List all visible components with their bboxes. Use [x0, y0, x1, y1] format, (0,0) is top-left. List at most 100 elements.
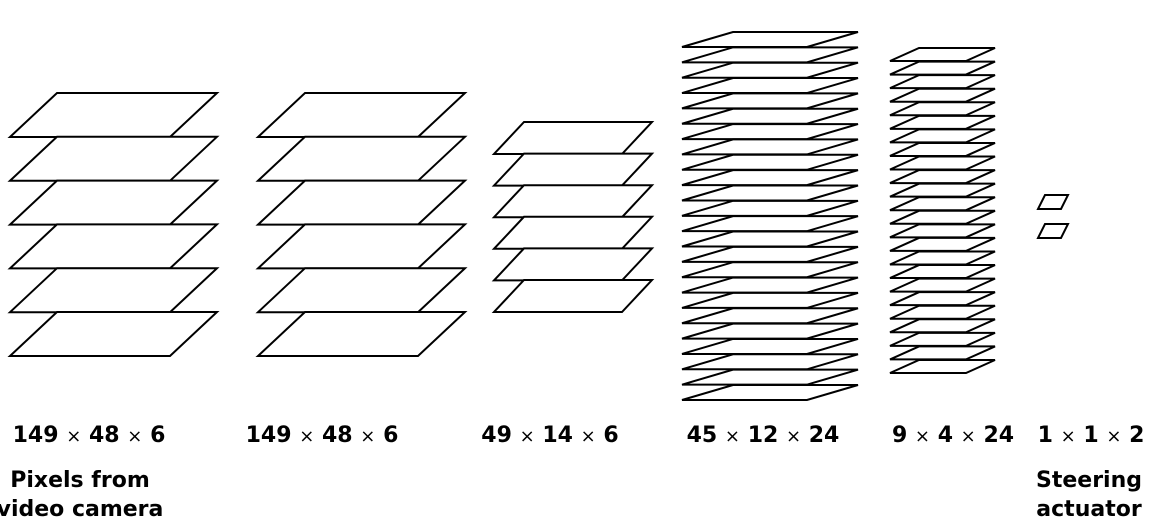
feature-map-plane	[255, 179, 468, 226]
feature-map-plane	[681, 261, 859, 279]
feature-map-plane	[889, 345, 996, 361]
caption-line: Pixels from	[10, 468, 150, 493]
feature-map-plane	[1036, 194, 1070, 210]
feature-map-plane	[491, 184, 655, 219]
layer-caption-input: Pixels from video camera	[0, 466, 163, 524]
feature-map-plane	[255, 223, 468, 270]
layer-dim-label-pool2: 9 × 4 × 24	[892, 423, 1014, 448]
feature-map-plane	[681, 184, 859, 202]
feature-map-plane	[889, 331, 996, 347]
times-sign: ×	[914, 426, 931, 447]
feature-map-plane	[681, 230, 859, 248]
dim-height: 4	[937, 423, 953, 448]
dim-depth: 6	[603, 423, 619, 448]
caption-line: actuator	[1036, 497, 1142, 522]
feature-map-plane	[681, 322, 859, 340]
feature-map-plane	[889, 250, 996, 266]
layer-dim-label-input: 149 × 48 × 6	[13, 423, 166, 448]
feature-map-plane	[681, 46, 859, 64]
dim-width: 149	[12, 423, 59, 448]
dim-depth: 24	[808, 423, 840, 448]
feature-map-plane	[681, 384, 859, 401]
feature-map-plane	[681, 368, 859, 386]
layer-stack-pool1	[491, 121, 655, 313]
feature-map-plane	[681, 92, 859, 110]
times-sign: ×	[360, 426, 376, 447]
feature-map-plane	[889, 141, 996, 157]
times-sign: ×	[1060, 426, 1076, 447]
feature-map-plane	[889, 155, 996, 171]
feature-map-plane	[889, 236, 996, 252]
feature-map-plane	[255, 92, 468, 138]
feature-map-plane	[491, 279, 655, 313]
layer-stack-conv1	[255, 92, 468, 357]
layer-dim-label-pool1: 49 × 14 × 6	[481, 423, 618, 448]
dim-depth: 24	[983, 423, 1015, 448]
feature-map-plane	[255, 135, 468, 182]
feature-map-plane	[7, 223, 220, 270]
feature-map-plane	[681, 307, 859, 325]
dim-depth: 6	[150, 423, 166, 448]
layer-stack-input	[7, 92, 220, 357]
times-sign: ×	[519, 426, 535, 447]
feature-map-plane	[681, 61, 859, 79]
feature-map-plane	[889, 304, 996, 320]
feature-map-plane	[889, 87, 996, 103]
feature-map-plane	[889, 318, 996, 334]
times-sign: ×	[724, 426, 741, 447]
dim-width: 149	[245, 423, 292, 448]
feature-map-plane	[889, 182, 996, 198]
dim-width: 49	[481, 423, 512, 448]
feature-map-plane	[681, 153, 859, 171]
feature-map-plane	[889, 169, 996, 185]
layer-dim-label-conv2: 45 × 12 × 24	[687, 423, 840, 448]
feature-map-plane	[889, 209, 996, 225]
feature-map-plane	[681, 199, 859, 217]
layer-dim-label-conv1: 149 × 48 × 6	[246, 423, 399, 448]
feature-map-plane	[889, 196, 996, 212]
feature-map-plane	[491, 215, 655, 250]
feature-map-plane	[889, 114, 996, 130]
feature-map-plane	[681, 353, 859, 371]
feature-map-plane	[681, 276, 859, 294]
feature-map-plane	[681, 107, 859, 125]
dim-width: 45	[686, 423, 718, 448]
times-sign: ×	[127, 426, 143, 447]
feature-map-plane	[7, 311, 220, 357]
feature-map-plane	[681, 169, 859, 187]
times-sign: ×	[785, 426, 802, 447]
dim-width: 1	[1037, 423, 1053, 448]
feature-map-plane	[681, 337, 859, 355]
layer-stack-conv2	[681, 31, 859, 401]
dim-height: 12	[747, 423, 779, 448]
feature-map-plane	[681, 31, 859, 48]
feature-map-plane	[681, 138, 859, 156]
feature-map-plane	[889, 291, 996, 307]
feature-map-plane	[889, 277, 996, 293]
dim-height: 1	[1083, 423, 1099, 448]
dim-depth: 2	[1129, 423, 1145, 448]
dim-height: 48	[89, 423, 120, 448]
feature-map-plane	[889, 101, 996, 117]
feature-map-plane	[7, 92, 220, 138]
feature-map-plane	[889, 47, 996, 62]
dim-width: 9	[891, 423, 908, 448]
feature-map-plane	[889, 264, 996, 280]
feature-map-plane	[7, 179, 220, 226]
layer-stack-pool2	[889, 47, 996, 374]
times-sign: ×	[66, 426, 82, 447]
feature-map-plane	[889, 74, 996, 90]
layer-stack-output	[1036, 194, 1070, 239]
feature-map-plane	[7, 135, 220, 182]
feature-map-plane	[255, 311, 468, 357]
layer-dim-label-output: 1 × 1 × 2	[1038, 423, 1145, 448]
times-sign: ×	[580, 426, 596, 447]
feature-map-plane	[681, 291, 859, 309]
feature-map-plane	[7, 267, 220, 314]
layer-caption-output: Steering actuator	[1036, 466, 1142, 524]
feature-map-plane	[491, 247, 655, 282]
feature-map-plane	[255, 267, 468, 314]
feature-map-plane	[681, 77, 859, 95]
dim-height: 14	[542, 423, 573, 448]
